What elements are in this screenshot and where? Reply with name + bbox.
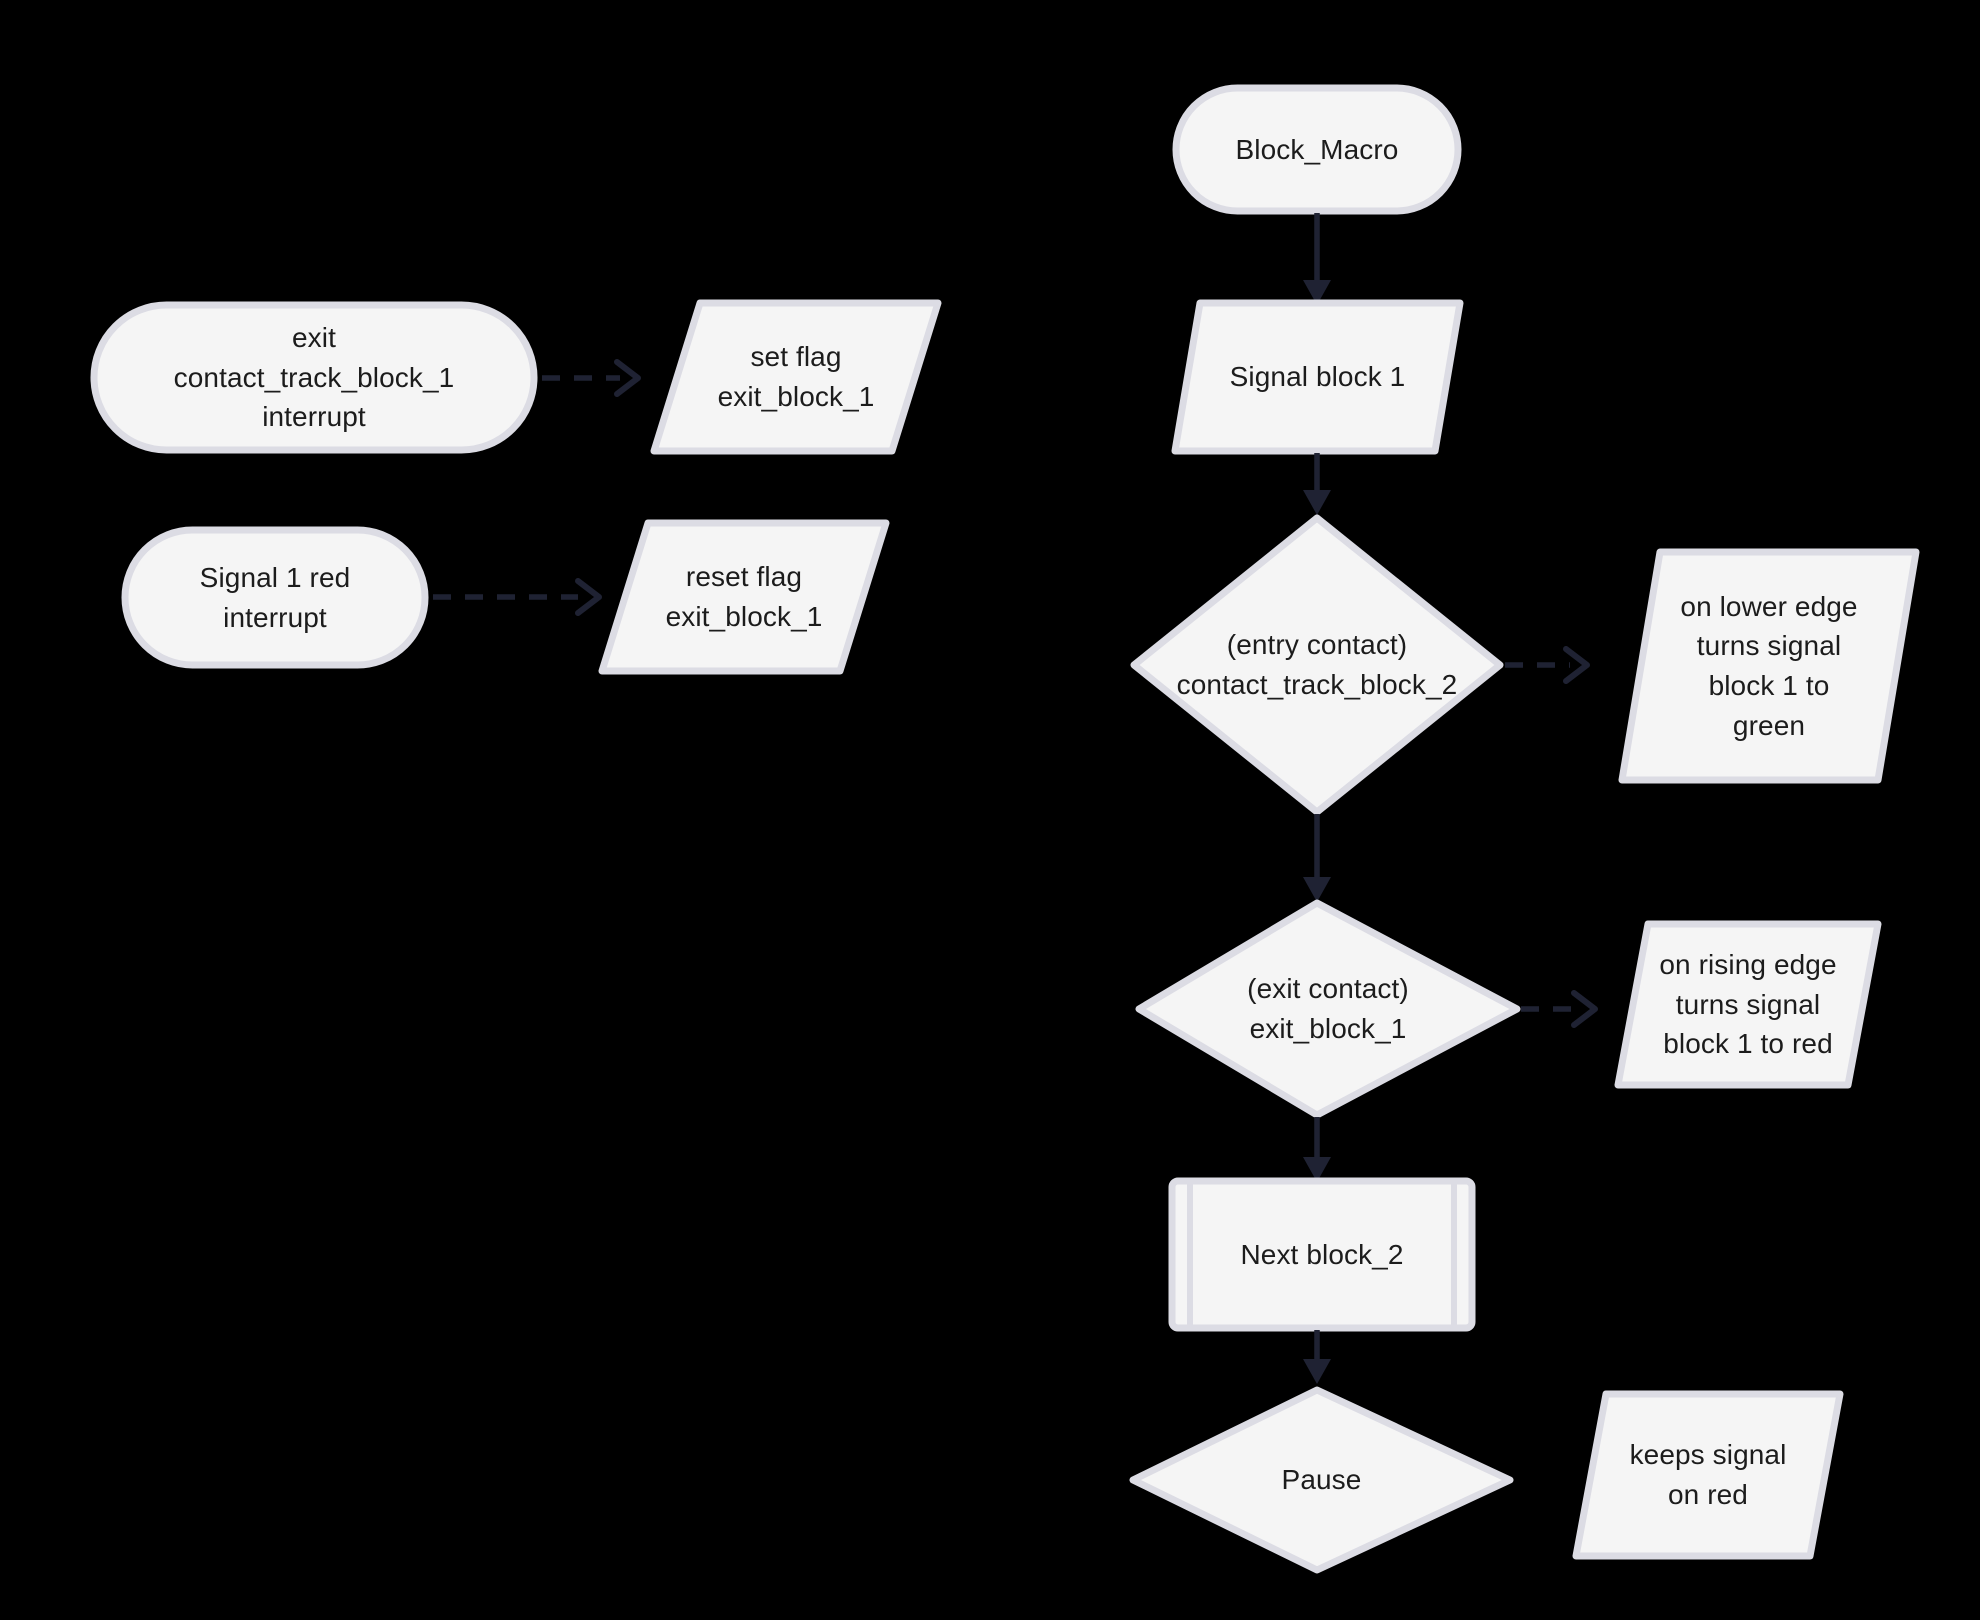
node-entry-contact-shape[interactable]: [1130, 514, 1504, 816]
node-on-lower-edge-shape[interactable]: [1618, 548, 1920, 784]
arrowhead-exit-interrupt-to-set-flag: [614, 359, 641, 397]
node-keeps-signal-on-red-shape[interactable]: [1572, 1390, 1844, 1560]
node-reset-flag-shape[interactable]: [598, 519, 890, 675]
node-exit-contact-interrupt-shape[interactable]: [90, 301, 538, 454]
node-exit-contact-shape[interactable]: [1135, 899, 1521, 1119]
node-set-flag-shape[interactable]: [650, 299, 942, 455]
node-block-macro-shape[interactable]: [1172, 84, 1462, 215]
arrowhead-signal-1-red-to-reset-flag: [575, 578, 602, 616]
arrowhead-block-macro-to-signal-block-1: [1303, 280, 1331, 305]
arrowhead-exit-contact-to-on-rising-edge: [1571, 990, 1598, 1028]
arrowhead-entry-contact-to-exit-contact: [1303, 877, 1331, 902]
node-pause-shape[interactable]: [1129, 1386, 1514, 1574]
arrowhead-exit-contact-to-next-block-2: [1303, 1157, 1331, 1182]
node-signal-block-1-shape[interactable]: [1171, 299, 1464, 455]
node-next-block-2-shape[interactable]: [1168, 1177, 1476, 1332]
arrowhead-entry-contact-to-on-lower-edge: [1563, 646, 1590, 684]
node-signal-1-red-interrupt-shape[interactable]: [121, 526, 429, 669]
arrowhead-signal-block-1-to-entry-contact: [1303, 490, 1331, 515]
arrowhead-next-block-2-to-pause: [1303, 1359, 1331, 1384]
node-on-rising-edge-shape[interactable]: [1614, 920, 1882, 1089]
